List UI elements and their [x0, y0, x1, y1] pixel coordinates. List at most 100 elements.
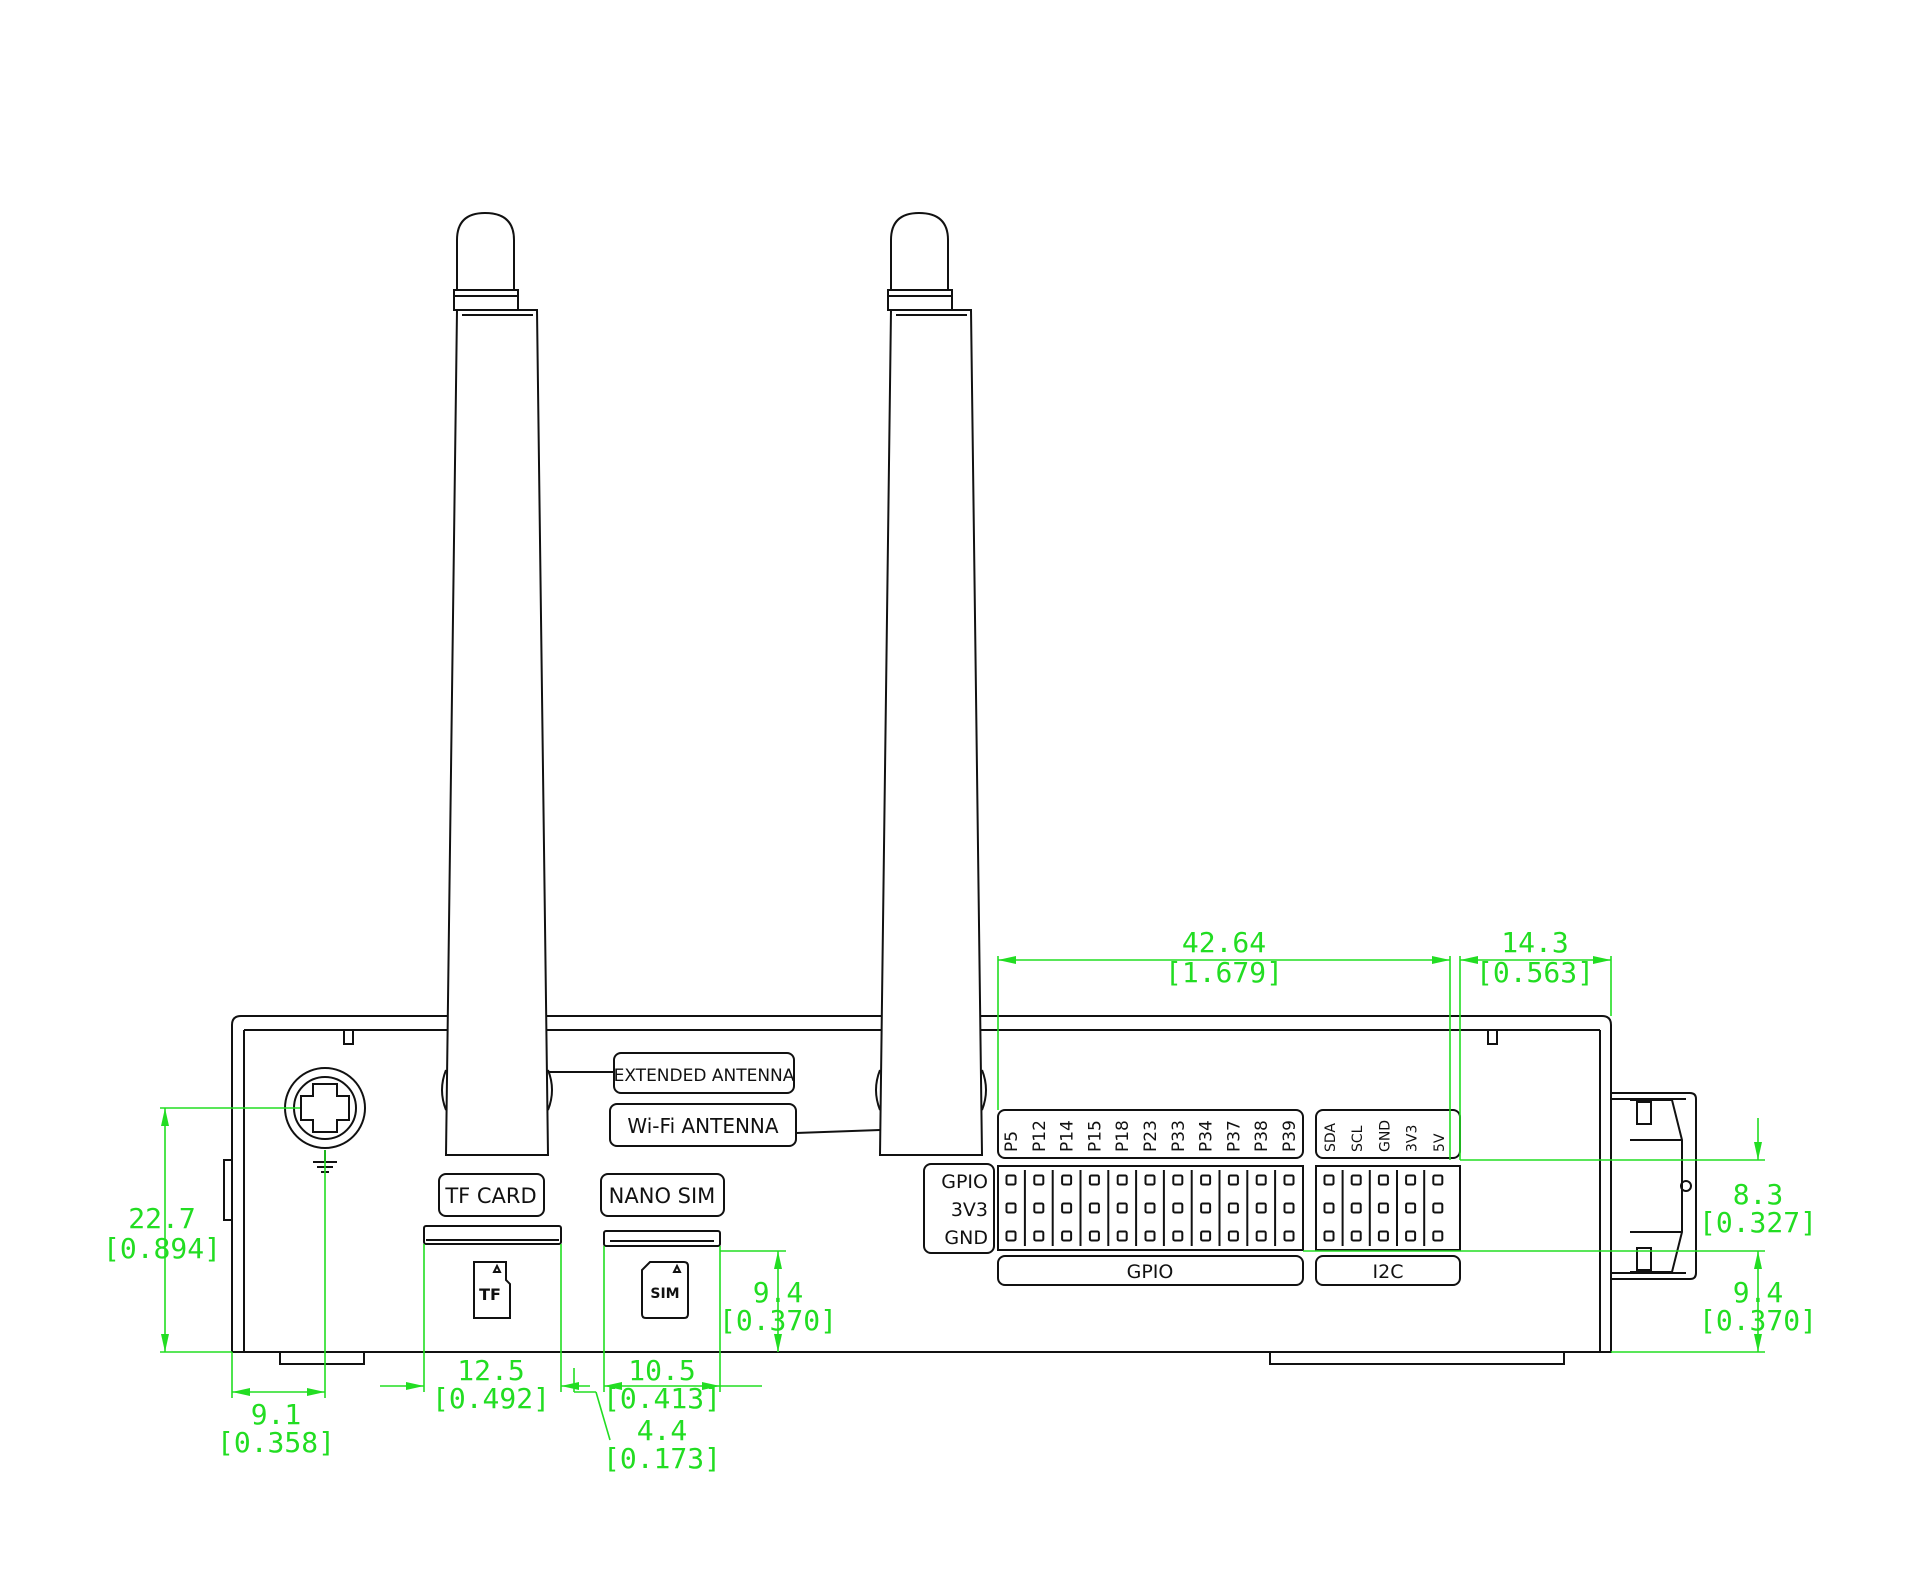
dim-tf-width-in: [0.492]	[432, 1382, 550, 1415]
pin-p38-gnd	[1255, 1230, 1267, 1242]
pin-gnd-gpio	[1377, 1174, 1389, 1186]
pin-label-5v: 5V	[1432, 1133, 1448, 1152]
dim-right-height-in: [0.370]	[1699, 1304, 1817, 1337]
gpio-header	[997, 1165, 1304, 1251]
pin-p23-gpio	[1144, 1174, 1156, 1186]
gpio-group-text: GPIO	[1127, 1261, 1174, 1283]
pin-label-p39: P39	[1280, 1120, 1300, 1152]
pin-p15-3v3	[1088, 1202, 1100, 1214]
pin-label-p23: P23	[1141, 1120, 1161, 1152]
pin-5v-gpio	[1432, 1174, 1444, 1186]
dim-sim-height-in: [0.370]	[719, 1304, 837, 1337]
wifi-antenna-label: Wi-Fi ANTENNA	[609, 1103, 797, 1147]
pin-sda-gnd	[1323, 1230, 1335, 1242]
dimension-lines	[160, 956, 1765, 1441]
pin-label-p34: P34	[1197, 1120, 1217, 1152]
antenna-left	[441, 211, 553, 1156]
dimension-texts: 42.64 [1.679] 14.3 [0.563] 22.7 [0.894] …	[103, 926, 1817, 1475]
dim-i2c-width-in: [0.563]	[1476, 956, 1594, 989]
pin-p23-gnd	[1144, 1230, 1156, 1242]
antenna-right	[875, 211, 987, 1156]
dim-screw-offset-mm: 9.1	[251, 1398, 302, 1431]
pin-p34-gpio	[1200, 1174, 1212, 1186]
pin-p14-gpio	[1061, 1174, 1073, 1186]
dim-header-height-mm: 8.3	[1733, 1178, 1784, 1211]
gpio-group-label: GPIO	[997, 1255, 1304, 1286]
pin-p12-gpio	[1033, 1174, 1045, 1186]
pin-p38-3v3	[1255, 1202, 1267, 1214]
dim-sim-height-mm: 9.4	[753, 1276, 804, 1309]
dim-left-height-in: [0.894]	[103, 1232, 221, 1265]
pin-label-p5: P5	[1002, 1131, 1022, 1152]
tf-card-slot	[423, 1225, 562, 1245]
pin-p33-gnd	[1172, 1230, 1184, 1242]
dim-gpio-width-mm: 42.64	[1182, 926, 1266, 959]
pin-scl-gnd	[1350, 1230, 1362, 1242]
pin-label-p33: P33	[1169, 1120, 1189, 1152]
left-foot	[279, 1351, 365, 1365]
dim-gap-in: [0.173]	[603, 1442, 721, 1475]
pin-p14-3v3	[1061, 1202, 1073, 1214]
pin-p37-gpio	[1227, 1174, 1239, 1186]
pin-p12-gnd	[1033, 1230, 1045, 1242]
pin-label-p37: P37	[1224, 1120, 1244, 1152]
pin-sda-3v3	[1323, 1202, 1335, 1214]
pin-sda-gpio	[1323, 1174, 1335, 1186]
pin-scl-3v3	[1350, 1202, 1362, 1214]
pin-3v3-gnd	[1405, 1230, 1417, 1242]
pin-p34-gnd	[1200, 1230, 1212, 1242]
row-label-gpio: GPIO	[941, 1171, 988, 1193]
extended-antenna-text: EXTENDED ANTENNA	[614, 1066, 795, 1086]
row-labels-box: GPIO 3V3 GND	[923, 1163, 995, 1254]
dim-gap-mm: 4.4	[637, 1414, 688, 1447]
pin-label-p12: P12	[1030, 1120, 1050, 1152]
pin-p39-gnd	[1283, 1230, 1295, 1242]
pin-3v3-gpio	[1405, 1174, 1417, 1186]
pin-p39-gpio	[1283, 1174, 1295, 1186]
side-connector	[1611, 1092, 1697, 1280]
row-label-gnd: GND	[944, 1227, 988, 1249]
pin-label-gnd: GND	[1377, 1120, 1393, 1152]
pin-p37-gnd	[1227, 1230, 1239, 1242]
pin-gnd-3v3	[1377, 1202, 1389, 1214]
pin-label-scl: SCL	[1350, 1125, 1366, 1152]
dim-screw-offset-in: [0.358]	[217, 1426, 335, 1459]
pin-p18-gnd	[1116, 1230, 1128, 1242]
dim-sim-width-in: [0.413]	[603, 1382, 721, 1415]
pin-label-p38: P38	[1252, 1120, 1272, 1152]
i2c-group-text: I2C	[1373, 1261, 1404, 1283]
pin-p15-gpio	[1088, 1174, 1100, 1186]
pin-label-p15: P15	[1085, 1120, 1105, 1152]
pin-p39-3v3	[1283, 1202, 1295, 1214]
pin-p5-gpio	[1005, 1174, 1017, 1186]
pin-5v-3v3	[1432, 1202, 1444, 1214]
dim-tf-width-mm: 12.5	[457, 1354, 524, 1387]
pin-5v-gnd	[1432, 1230, 1444, 1242]
pin-p14-gnd	[1061, 1230, 1073, 1242]
pin-label-sda: SDA	[1323, 1123, 1339, 1152]
extended-antenna-label: EXTENDED ANTENNA	[613, 1052, 795, 1094]
tf-card-icon: TF	[473, 1261, 511, 1319]
pin-label-p14: P14	[1058, 1120, 1078, 1152]
pin-p12-3v3	[1033, 1202, 1045, 1214]
i2c-header	[1315, 1165, 1461, 1251]
pin-scl-gpio	[1350, 1174, 1362, 1186]
nano-sim-slot	[603, 1230, 721, 1247]
pin-p15-gnd	[1088, 1230, 1100, 1242]
tf-card-text: TF CARD	[444, 1184, 536, 1208]
wifi-antenna-text: Wi-Fi ANTENNA	[627, 1114, 778, 1138]
pin-3v3-3v3	[1405, 1202, 1417, 1214]
nano-sim-label: NANO SIM	[600, 1173, 725, 1217]
pin-p38-gpio	[1255, 1174, 1267, 1186]
dim-sim-width-mm: 10.5	[628, 1354, 695, 1387]
pin-p5-gnd	[1005, 1230, 1017, 1242]
dim-gpio-width-in: [1.679]	[1165, 956, 1283, 989]
pin-label-p18: P18	[1113, 1120, 1133, 1152]
row-label-3v3: 3V3	[951, 1199, 988, 1221]
pin-p37-3v3	[1227, 1202, 1239, 1214]
dim-left-height-mm: 22.7	[128, 1202, 195, 1235]
dim-i2c-width-mm: 14.3	[1501, 926, 1568, 959]
right-foot	[1269, 1351, 1565, 1365]
pin-p5-3v3	[1005, 1202, 1017, 1214]
tf-card-label: TF CARD	[438, 1173, 545, 1217]
